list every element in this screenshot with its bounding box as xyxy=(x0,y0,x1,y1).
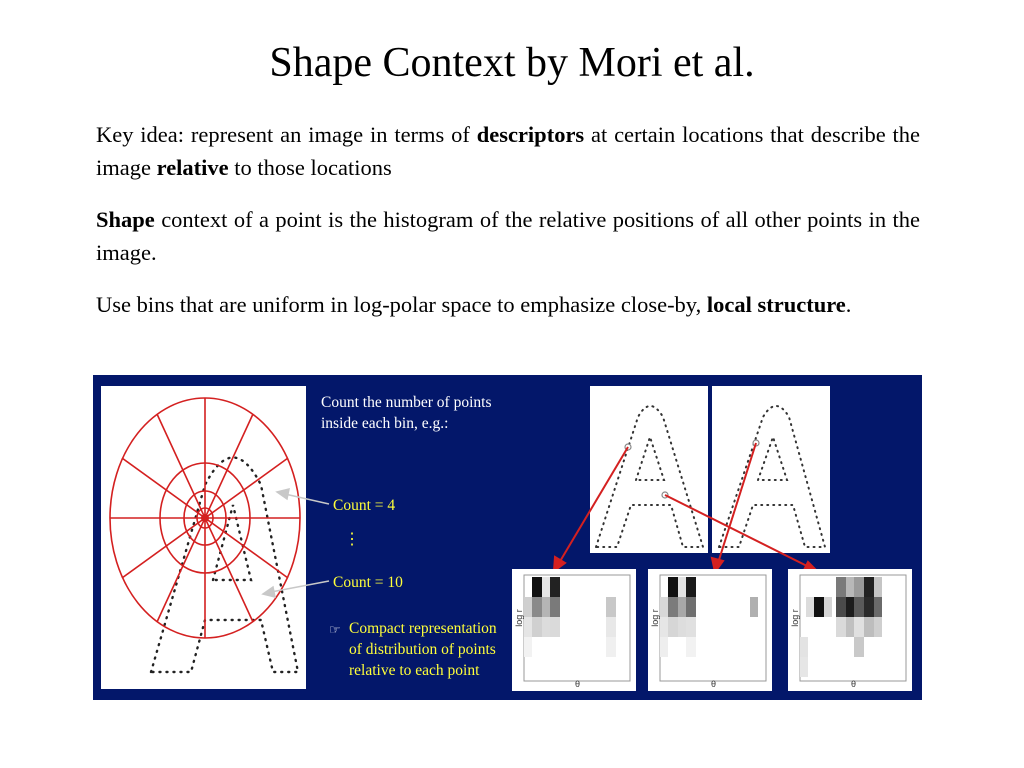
paragraph-shape-context: Shape context of a point is the histogra… xyxy=(96,203,920,269)
caption-line-2: inside each bin, e.g.: xyxy=(321,415,449,432)
log-polar-text-2: . xyxy=(845,292,852,317)
histogram-arrows xyxy=(552,442,820,575)
figure-graphics xyxy=(101,386,912,691)
compact-representation-note: Compact representation of distribution o… xyxy=(349,618,497,681)
key-idea-text-2: at certain locations that describe the i… xyxy=(96,122,920,180)
histogram-2-xlabel: θ xyxy=(711,679,717,689)
vertical-ellipsis: ⋮ xyxy=(344,531,360,548)
paragraph-key-idea: Key idea: represent an image in terms of… xyxy=(96,118,920,184)
compact-line-3: relative to each point xyxy=(349,662,480,679)
slide-title: Shape Context by Mori et al. xyxy=(269,40,755,86)
histogram-1-xlabel: θ xyxy=(575,679,581,689)
log-polar-center-point xyxy=(201,514,209,522)
key-idea-text-1: Key idea: represent an image in terms of xyxy=(96,122,477,147)
count-label-10: Count = 10 xyxy=(333,574,403,591)
histogram-1-bins xyxy=(524,577,616,657)
compact-line-2: of distribution of points xyxy=(349,641,496,658)
letter-a-dotted-outline-panels xyxy=(594,405,827,548)
paragraph-log-polar: Use bins that are uniform in log-polar s… xyxy=(96,288,920,321)
key-idea-bold-relative: relative xyxy=(156,155,229,180)
histogram-2-ylabel: log r xyxy=(649,609,660,627)
key-idea-text-3: to those locations xyxy=(228,155,392,180)
figure-caption: Count the number of points inside each bi… xyxy=(321,392,492,434)
log-polar-bold-local-structure: local structure xyxy=(706,292,846,317)
shape-context-text: context of a point is the histogram of t… xyxy=(96,207,920,265)
letter-a-panel-1 xyxy=(590,386,708,553)
log-polar-panel xyxy=(101,386,306,689)
pointing-hand-icon: ☞ xyxy=(329,622,341,637)
histogram-3-xlabel: θ xyxy=(851,679,857,689)
shape-context-figure: Count the number of points inside each bi… xyxy=(93,375,922,700)
letter-a-panel-2 xyxy=(712,386,830,553)
histogram-1-ylabel: log r xyxy=(513,609,524,627)
key-idea-bold-descriptors: descriptors xyxy=(476,122,585,147)
histogram-3-bins xyxy=(800,577,882,677)
histogram-3-ylabel: log r xyxy=(789,609,800,627)
log-polar-text-1: Use bins that are uniform in log-polar s… xyxy=(96,292,707,317)
count-arrows xyxy=(261,487,330,599)
count-label-4: Count = 4 xyxy=(333,497,396,514)
shape-context-bold-shape: Shape xyxy=(96,207,155,232)
compact-line-1: Compact representation xyxy=(349,620,497,637)
histogram-2-bins xyxy=(660,577,758,657)
caption-line-1: Count the number of points xyxy=(321,394,492,411)
